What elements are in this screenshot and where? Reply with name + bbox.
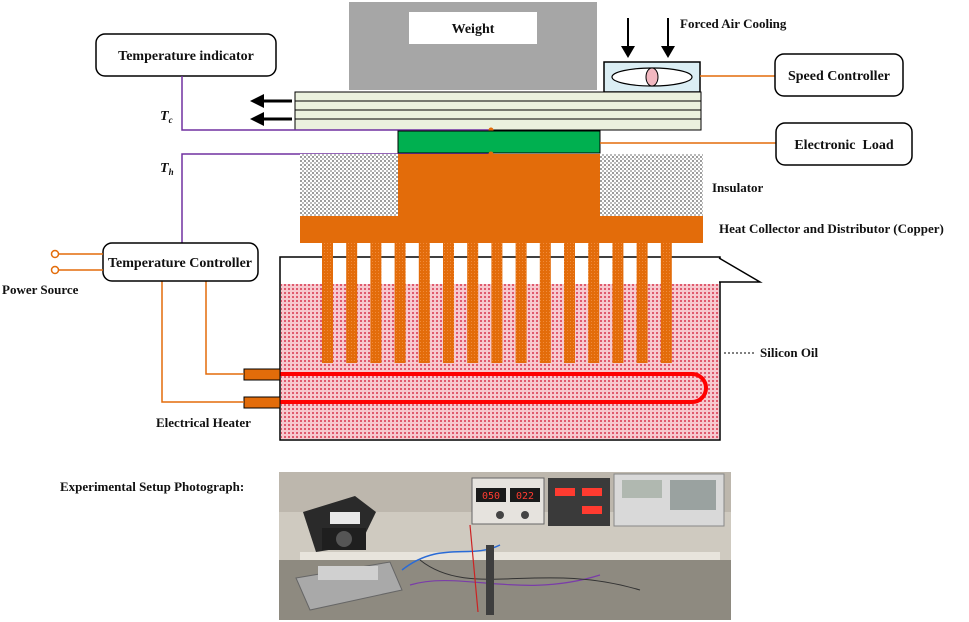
copper-fin [588, 243, 600, 363]
copper-plate [300, 216, 703, 243]
copper-fin [418, 243, 430, 363]
copper-fin [394, 243, 406, 363]
power-terminal-icon [50, 265, 60, 275]
speed-controller-label: Speed Controller [788, 69, 890, 84]
air-arrow-icon [661, 46, 675, 58]
electronic-load-block [397, 130, 601, 154]
heat-collector-label: Heat Collector and Distributor (Copper) [719, 221, 944, 236]
copper-block [398, 154, 600, 216]
copper-fin [467, 243, 479, 363]
forced-air-cooling-label: Forced Air Cooling [680, 16, 787, 31]
copper-fin [539, 243, 551, 363]
power-source-label: Power Source [2, 282, 79, 297]
exhaust-arrow-icon [250, 94, 264, 108]
controller-wire-1 [205, 281, 244, 375]
copper-fin [443, 243, 454, 363]
speed-controller-box [774, 53, 904, 97]
electronic-load-box [775, 122, 913, 166]
electronic-load-label: Electronic Load [794, 138, 894, 153]
setup-photograph: 050 022 [279, 472, 731, 620]
copper-fin [636, 243, 648, 363]
copper-fin [322, 243, 333, 363]
copper-fin [370, 243, 382, 363]
insulator-left [300, 154, 398, 216]
copper-fin [515, 243, 527, 363]
weight-label: Weight [452, 22, 495, 37]
air-arrow-icon [621, 46, 635, 58]
th-label: Th [160, 161, 174, 177]
silicon-oil-label: Silicon Oil [760, 345, 819, 360]
temperature-indicator-box [95, 33, 277, 77]
exhaust-arrow-icon [250, 112, 264, 126]
temperature-controller-box [102, 242, 259, 282]
svg-text:050: 050 [482, 491, 500, 502]
weight-label-box [409, 12, 537, 44]
tc-wire [181, 76, 490, 131]
electrical-heater-label: Electrical Heater [156, 415, 251, 430]
tc-label: Tc [160, 109, 173, 125]
copper-fin [346, 243, 358, 363]
copper-fin [564, 243, 575, 363]
power-terminal-icon [50, 249, 60, 259]
controller-wire-2 [161, 281, 244, 403]
copper-fins [322, 243, 672, 363]
heater-terminal-top [243, 368, 281, 381]
photo-caption: Experimental Setup Photograph: [60, 479, 244, 494]
copper-fin [660, 243, 672, 363]
temperature-controller-label: Temperature Controller [108, 256, 252, 271]
svg-text:022: 022 [516, 491, 534, 502]
tank-spout [718, 257, 763, 283]
copper-fin [612, 243, 624, 363]
insulator-right [600, 154, 703, 216]
insulator-label: Insulator [712, 180, 764, 195]
temperature-indicator-label: Temperature indicator [118, 49, 254, 64]
heater-terminal-bottom [243, 396, 281, 409]
copper-fin [491, 243, 503, 363]
heat-sink [294, 91, 702, 131]
electrical-heater-coil [280, 372, 708, 404]
